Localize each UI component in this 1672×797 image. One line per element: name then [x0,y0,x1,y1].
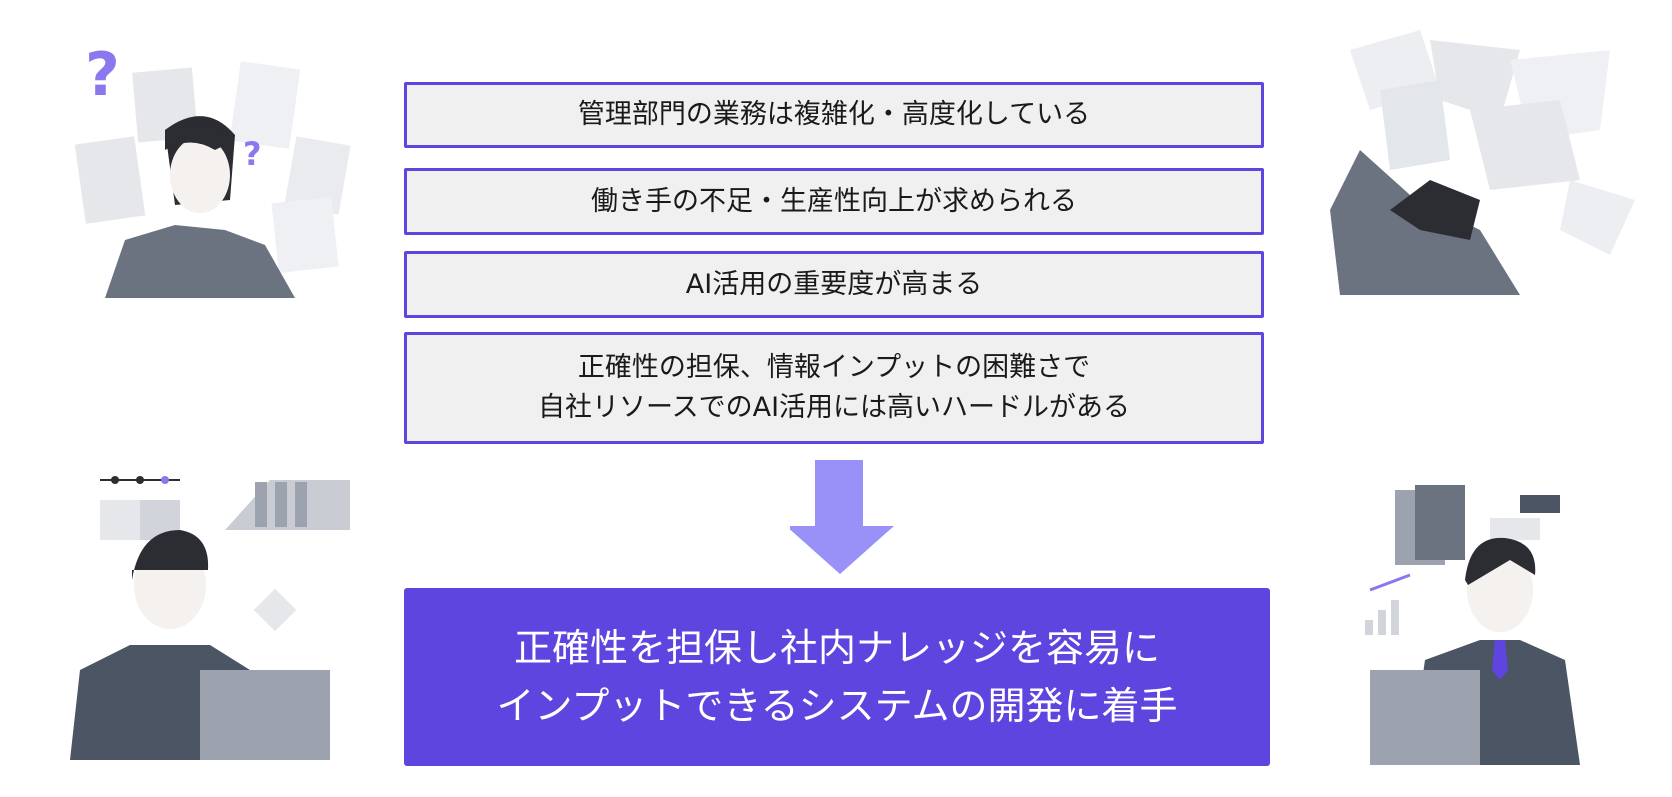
issue-text: 管理部門の業務は複雑化・高度化している [577,99,1091,130]
woman-with-laptop-illustration [70,476,350,760]
down-arrow-icon [790,460,894,574]
issue-text: 働き手の不足・生産性向上が求められる [591,185,1077,217]
man-with-laptop-illustration [1365,485,1580,765]
result-box: 正確性を担保し社内ナレッジを容易に インプットできるシステムの開発に着手 [404,588,1270,766]
question-mark-icon: ? [85,40,120,110]
issue-box-3: AI活用の重要度が高まる [404,251,1264,318]
issue-box-2: 働き手の不足・生産性向上が求められる [404,168,1264,235]
result-text-line-2: インプットできるシステムの開発に着手 [496,684,1178,728]
issue-text: AI活用の重要度が高まる [685,268,983,300]
issue-text-line-2: 自社リソースでのAI活用には高いハードルがある [537,392,1131,423]
issue-box-4: 正確性の担保、情報インプットの困難さで 自社リソースでのAI活用には高いハードル… [404,332,1264,444]
question-mark-icon: ? [243,135,262,173]
confused-person-illustration: ? ? [74,40,351,298]
issue-text-line-1: 正確性の担保、情報インプットの困難さで [577,352,1091,383]
overwhelmed-person-illustration [1330,30,1635,295]
result-text-line-1: 正確性を担保し社内ナレッジを容易に [513,626,1160,670]
issue-box-1: 管理部門の業務は複雑化・高度化している [404,82,1264,148]
